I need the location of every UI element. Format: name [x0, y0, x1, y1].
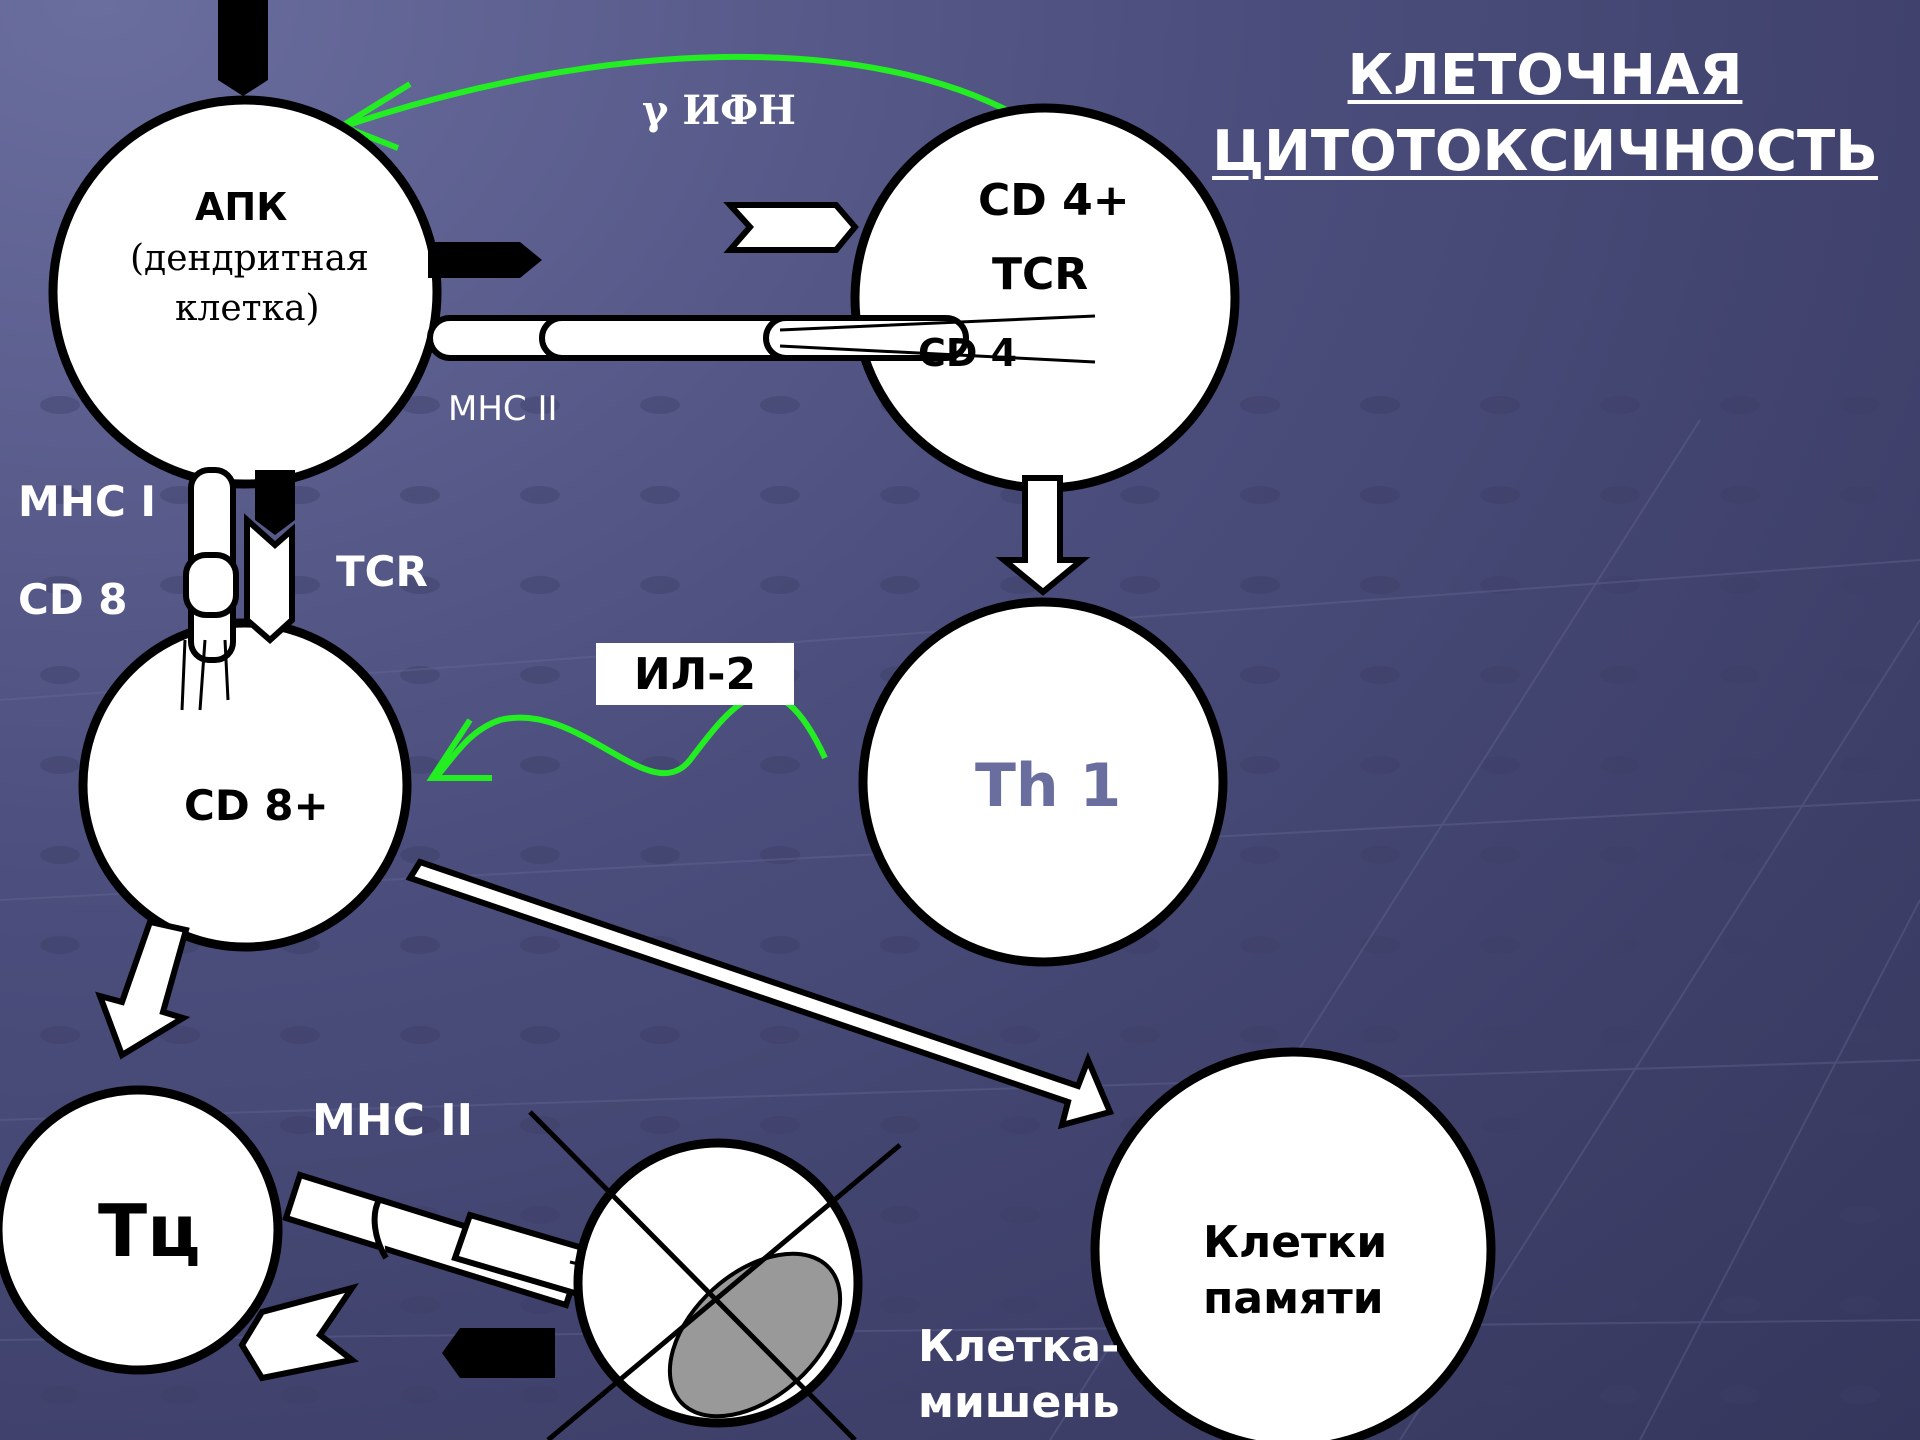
- target-label-line1: Клетка-: [918, 1322, 1119, 1373]
- apc-name: АПК: [195, 186, 287, 230]
- cd8-name: CD 8+: [184, 782, 329, 830]
- slide-title: КЛЕТОЧНАЯ ЦИТОТОКСИЧНОСТЬ: [1195, 38, 1895, 189]
- cd8-label: CD 8: [18, 576, 128, 624]
- il2-label: ИЛ-2: [596, 643, 794, 705]
- apc-desc-line2: клетка): [175, 288, 320, 329]
- target-black-arrow: [442, 1328, 555, 1378]
- mhc2-top-label: МНС II: [448, 390, 558, 429]
- cd4-chevron-receptor: [730, 205, 855, 250]
- mhc2-bottom-label: МНС II: [312, 1096, 473, 1147]
- th1-name: Th 1: [975, 752, 1121, 821]
- tcr-left-label: TCR: [336, 548, 428, 596]
- cd4-tcr-label: TCR: [992, 250, 1088, 301]
- cd4-coreceptor-label: CD 4: [918, 332, 1017, 376]
- receptor-top: [218, 0, 268, 96]
- target-label-line2: мишень: [918, 1378, 1120, 1429]
- mhc1-label: МНС I: [18, 478, 156, 526]
- memory-label-line1: Клетки: [1203, 1218, 1383, 1269]
- tc-name: Тц: [98, 1190, 200, 1273]
- memory-label-line2: памяти: [1203, 1274, 1383, 1325]
- ifn-gamma-label: γ ИФН: [642, 88, 796, 134]
- title-line2: ЦИТОТОКСИЧНОСТЬ: [1212, 114, 1878, 190]
- title-line1: КЛЕТОЧНАЯ: [1348, 38, 1743, 114]
- apc-receptor-right: [428, 242, 542, 278]
- cd4-name: CD 4+: [978, 176, 1130, 227]
- apc-desc-line1: (дендритная: [130, 238, 369, 279]
